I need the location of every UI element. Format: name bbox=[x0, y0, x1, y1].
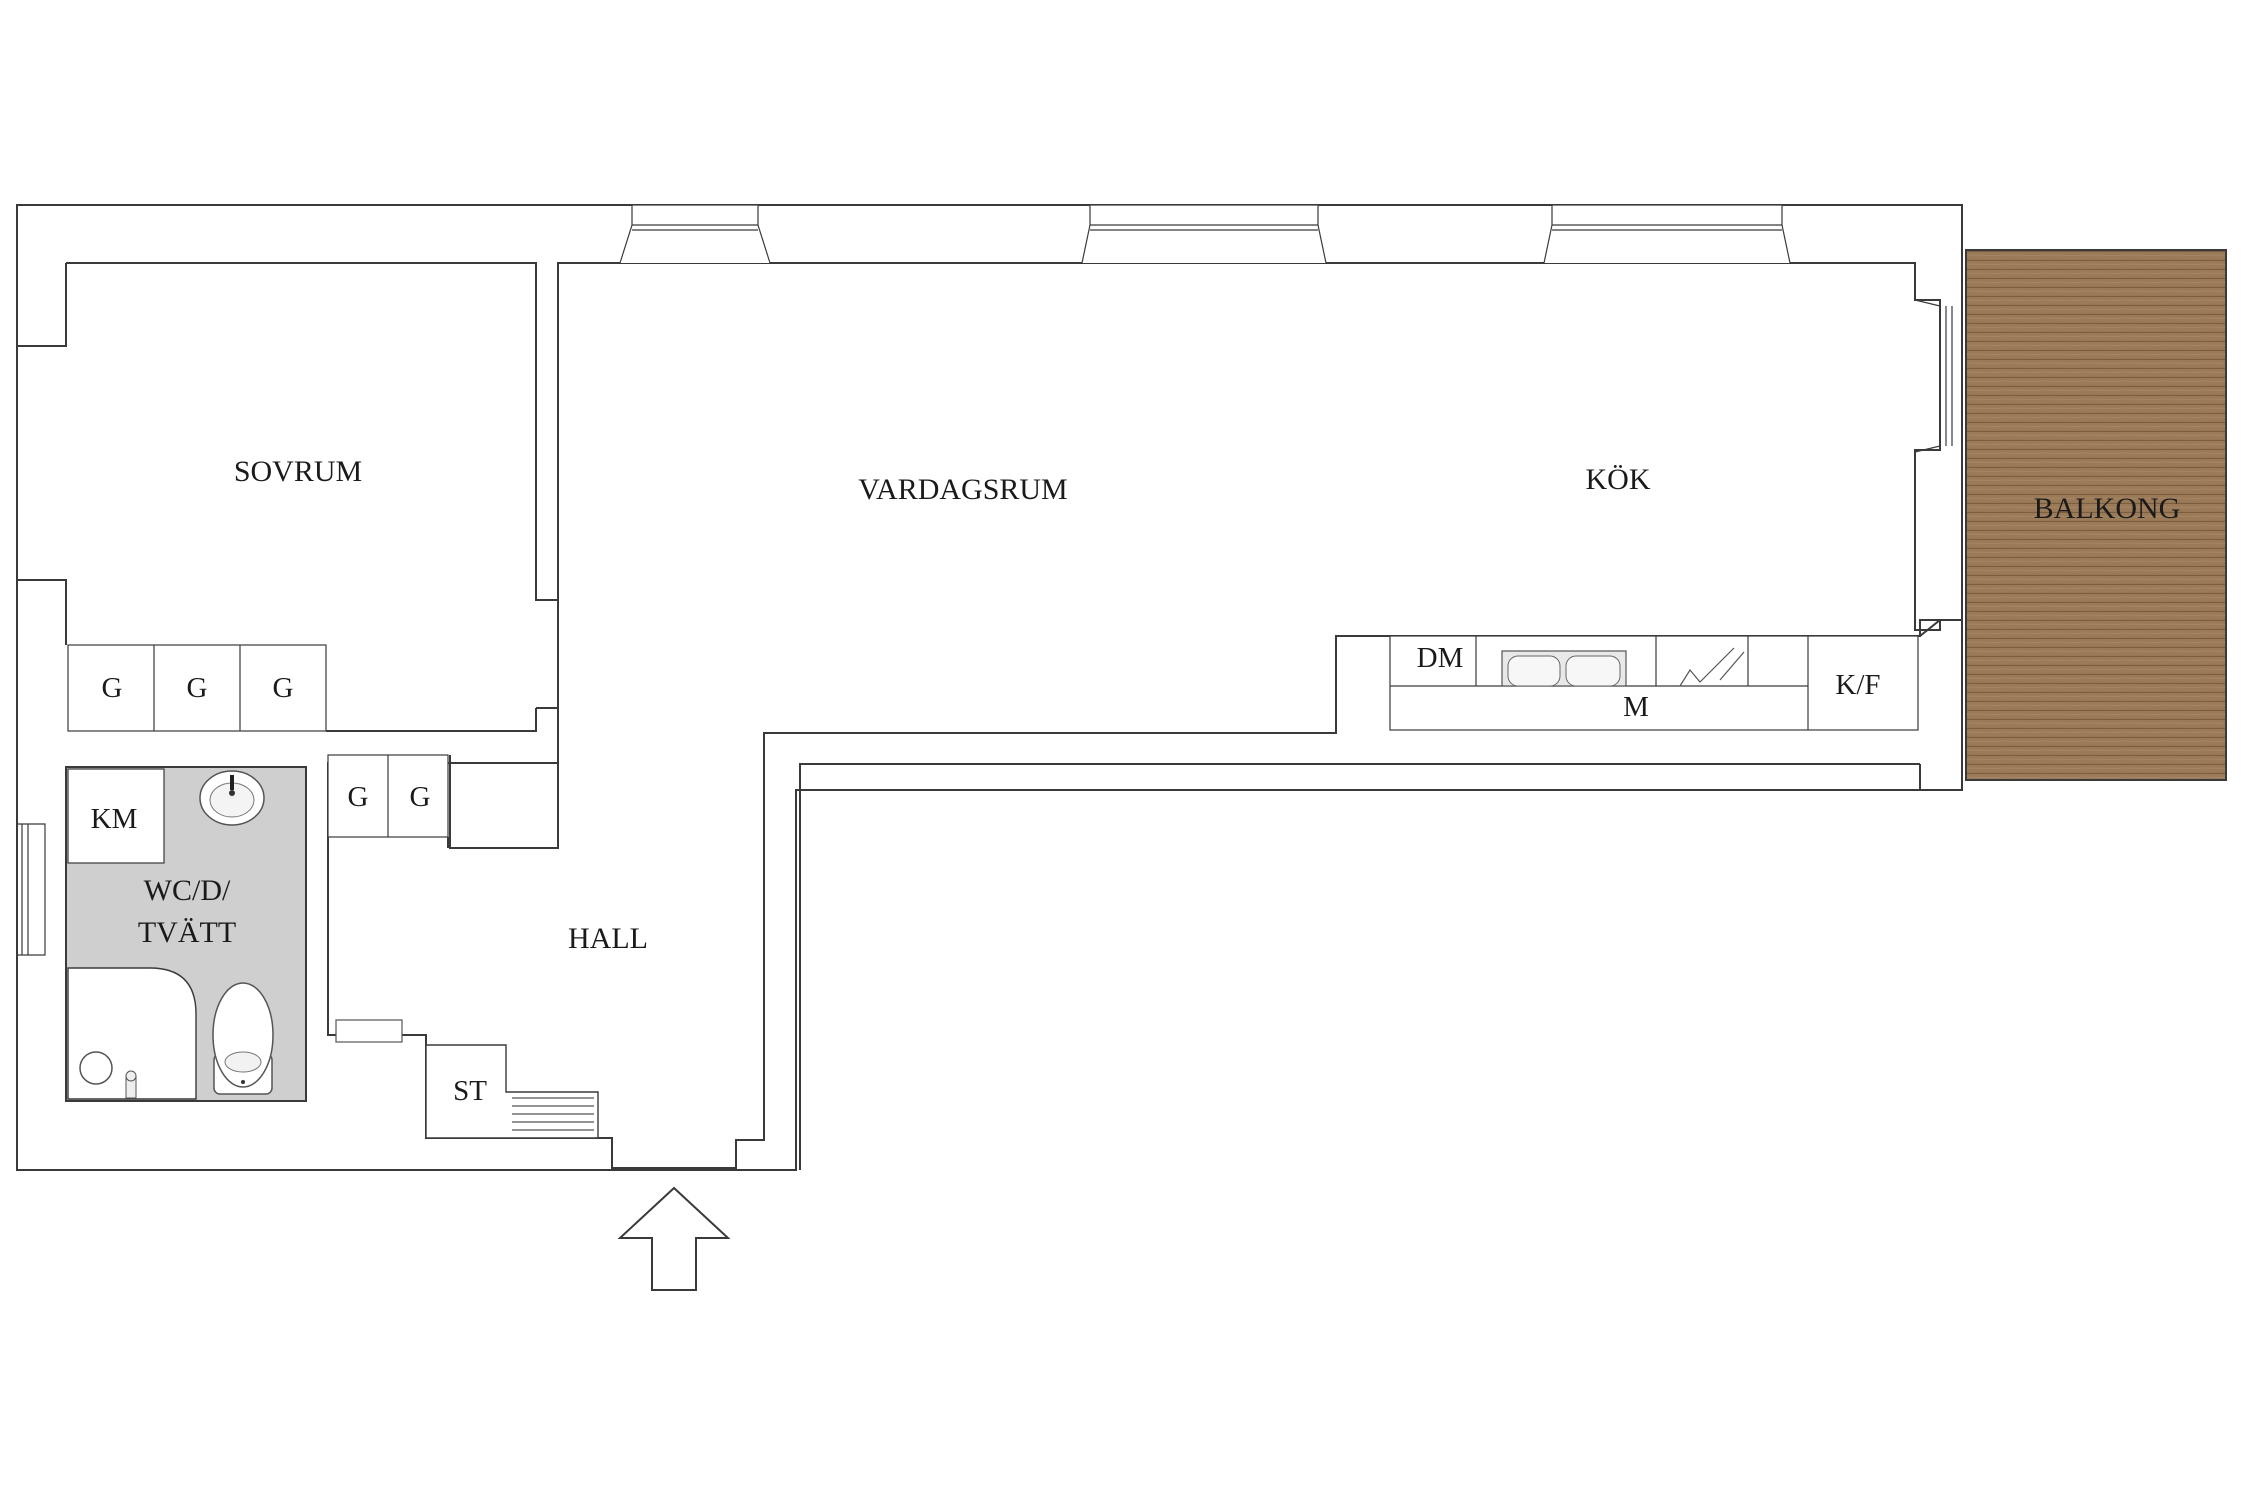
room-label-kok: KÖK bbox=[1586, 463, 1651, 496]
room-label-sovrum: SOVRUM bbox=[234, 455, 362, 488]
washing-machine-box bbox=[67, 768, 165, 864]
kitchen-counter bbox=[1389, 635, 1919, 731]
fixture-label-wardrobe-4: G bbox=[348, 781, 369, 813]
fixture-label-wardrobe-5: G bbox=[410, 781, 431, 813]
wall-stub-hall bbox=[449, 707, 559, 849]
bedroom-wardrobes bbox=[67, 644, 537, 732]
fixture-label-washing-machine: KM bbox=[91, 803, 138, 835]
fixture-label-wardrobe-1: G bbox=[102, 672, 123, 704]
fixture-label-dishwasher: DM bbox=[1417, 642, 1464, 674]
room-label-wc-line2: TVÄTT bbox=[138, 916, 236, 949]
room-label-vardagsrum: VARDAGSRUM bbox=[858, 473, 1068, 506]
fixture-label-wardrobe-2: G bbox=[187, 672, 208, 704]
bathroom-window bbox=[17, 823, 46, 956]
drain-icon bbox=[79, 1051, 113, 1085]
balcony-door-jamb bbox=[1919, 619, 1962, 790]
room-label-balkong: BALKONG bbox=[2034, 492, 2181, 525]
window-2 bbox=[1081, 204, 1327, 264]
kitchen-lower-wall bbox=[763, 636, 1337, 1140]
fixture-label-fridge-freezer: K/F bbox=[1835, 669, 1880, 701]
dish-rack-icon bbox=[1679, 647, 1745, 687]
hall-radiator bbox=[335, 1019, 403, 1043]
sink-icon bbox=[199, 770, 265, 826]
fixture-label-stove: M bbox=[1623, 691, 1649, 723]
window-1 bbox=[619, 204, 771, 264]
fixture-label-wardrobe-3: G bbox=[273, 672, 294, 704]
hall-wardrobes bbox=[327, 754, 449, 848]
room-label-hall: HALL bbox=[568, 922, 648, 955]
bedroom-outline bbox=[17, 262, 558, 645]
shelf-icon bbox=[512, 1097, 594, 1131]
kitchen-outer-wall bbox=[799, 763, 1920, 1170]
fixture-label-storage: ST bbox=[453, 1075, 487, 1107]
room-label-wc-line1: WC/D/ bbox=[144, 874, 231, 907]
bathroom bbox=[17, 766, 307, 1102]
double-sink-icon bbox=[1501, 650, 1627, 687]
storage-closet bbox=[425, 1044, 599, 1139]
windows-top bbox=[619, 204, 1791, 264]
balcony-deck bbox=[1965, 249, 2227, 781]
toilet-icon bbox=[212, 982, 274, 1095]
balcony-door bbox=[1914, 299, 1953, 453]
window-3 bbox=[1543, 204, 1791, 264]
entrance-arrow-icon bbox=[617, 1186, 731, 1291]
shower-tap-icon bbox=[125, 1070, 137, 1099]
